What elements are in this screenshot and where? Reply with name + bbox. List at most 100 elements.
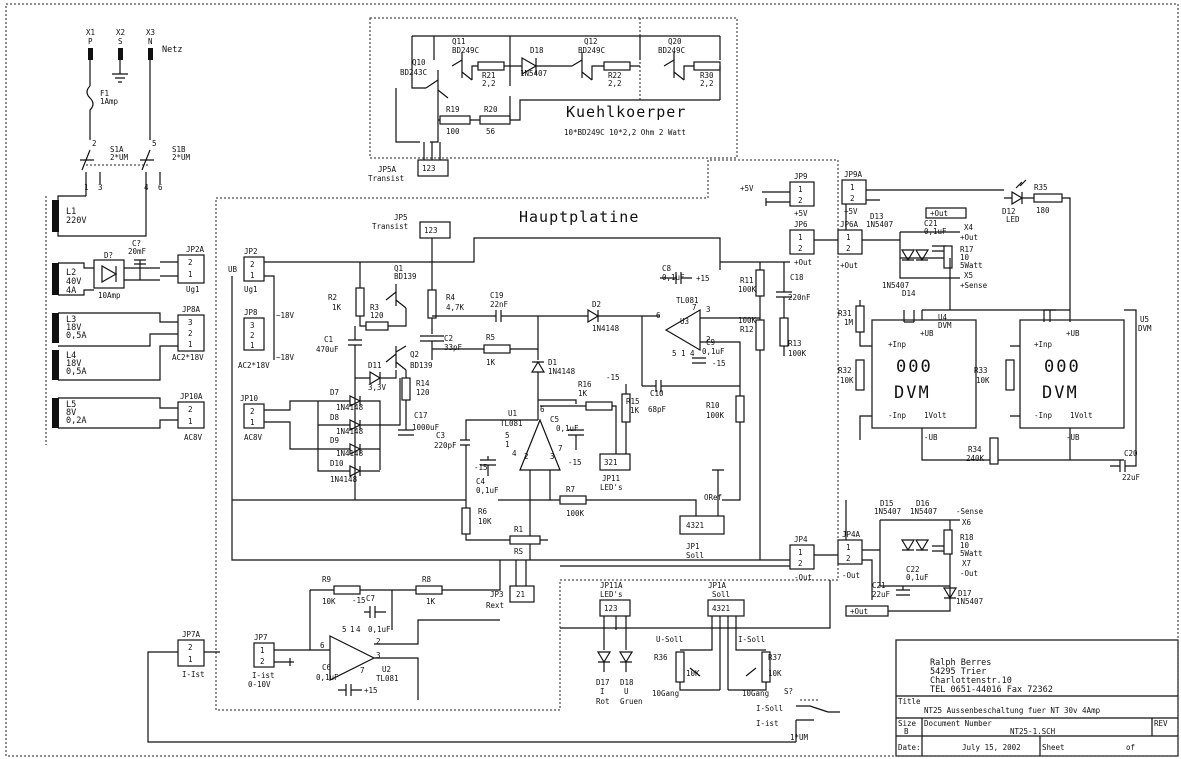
r34-label: R34 [968,445,982,454]
cooler-collector-bus [412,35,721,86]
r33-resistor [1005,359,1015,391]
jp4-p1: 1 [798,548,803,557]
r8-value: 1K [426,597,436,606]
jp8a-label: JP8A [182,305,201,314]
m15-c5: -15 [568,458,582,467]
l3-l4-wires [58,312,178,381]
r15-label: R15 [626,397,640,406]
u3-p4: 4 [690,349,695,358]
l3-label: L3 [66,315,76,325]
c5-value: 0,1uF [556,424,579,433]
r37-value: 10K [768,669,782,678]
l2-wires [58,262,94,296]
cx-value: 20mF [128,247,147,256]
bridge-amp: 10Amp [98,291,121,300]
d13-value: 1N5407 [866,220,893,229]
f1-value: 1Amp [100,97,119,106]
c3-label: C3 [436,431,445,440]
u4-ub: +UB [920,329,934,338]
isoll2-label: I-Soll [756,704,783,713]
sense-label: -Sense [956,507,984,516]
c6-cap [338,684,362,696]
c19-value: 22nF [490,300,509,309]
r17-resistor [943,245,953,269]
outtag-label [925,207,967,219]
u5-dvm-text: DVM [1042,383,1079,403]
r1-resistor [509,535,541,545]
d11-label: D11 [368,361,382,370]
date-label: Date: [898,743,921,752]
um-label: 1*UM [790,733,809,742]
s1a-label: S1A [110,145,124,154]
jp5a-label: JP5A [378,165,397,174]
jp8-p2: 2 [250,331,255,340]
q11-label: Q11 [452,37,466,46]
u3-p6: 6 [656,311,661,320]
u1-opamp [519,418,561,471]
u4-mub: -UB [924,433,938,442]
l3-coil [52,313,59,343]
d11-value: 3,3V [368,383,387,392]
r21-label: R21 [482,71,496,80]
cx-label: C? [132,239,141,248]
x3-n-label: N [148,37,153,46]
p5v-label: +5V [740,184,754,193]
d16-label: D16 [916,499,930,508]
jp6-header [789,229,815,255]
d13-label: D13 [870,212,884,221]
l1-value: 220V [66,216,86,226]
c7-label: C7 [366,594,375,603]
jp5-pins: 123 [424,226,438,235]
r13-resistor [779,317,789,347]
r22-resistor [603,61,631,71]
r6-resistor [461,507,471,535]
jp5a-name: Transist [368,174,404,183]
jp9a-wires [866,189,1004,201]
r-ladder-wires [759,262,785,560]
s1b-value: 2*UM [172,153,191,162]
q2-value: BD139 [410,361,433,370]
r36-label: R36 [654,653,668,662]
x7-value: -Out [960,569,978,578]
jp8-p3: 3 [250,321,255,330]
l4-v: 18V [66,359,81,369]
r33-label: R33 [974,366,988,375]
jp6-label: JP6 [794,220,808,229]
oref-label: ORef [704,493,722,502]
r16-wires [540,405,617,454]
s1a-pin3: 3 [98,183,103,192]
d10-value: 1N4148 [330,475,358,484]
c21b-label: C21 [872,581,886,590]
u4-label: U4 [938,313,948,322]
c20-value: 22uF [1122,473,1141,482]
c20-cap [1110,309,1137,472]
r34-value: 240K [966,454,985,463]
outtag2-text: +Out [850,607,868,616]
u3-p3: 3 [706,305,711,314]
d18-label: D18 [530,46,544,55]
l5-v: 8V [66,408,76,418]
led-wires [1004,197,1071,310]
x5-value: +Sense [960,281,988,290]
jp4-label: JP4 [794,535,808,544]
u3-p1: 1 [681,349,686,358]
s2-label: S? [784,687,793,696]
jp3-pins: 21 [516,590,525,599]
d17r-label: D17 [596,678,610,687]
jp8a-p3: 3 [188,318,193,327]
u5-dvm: DVM [1138,324,1152,333]
u1-label: U1 [508,409,517,418]
jp2a-name: Ug1 [186,285,200,294]
jp2a-wires [160,261,178,277]
ground-symbol [112,60,128,83]
d17r-i: I [600,687,605,696]
u4-digits: 000 [896,357,933,377]
u4-inp: +Inp [888,340,907,349]
u3-wires [641,316,760,396]
jp7a-p1: 1 [188,655,193,664]
r4-resistor [427,289,437,319]
c20-label: C20 [1124,449,1138,458]
d15-value: 1N5407 [874,507,901,516]
r36-gang: 10Gang [652,689,679,698]
jp9a-header [841,179,867,205]
